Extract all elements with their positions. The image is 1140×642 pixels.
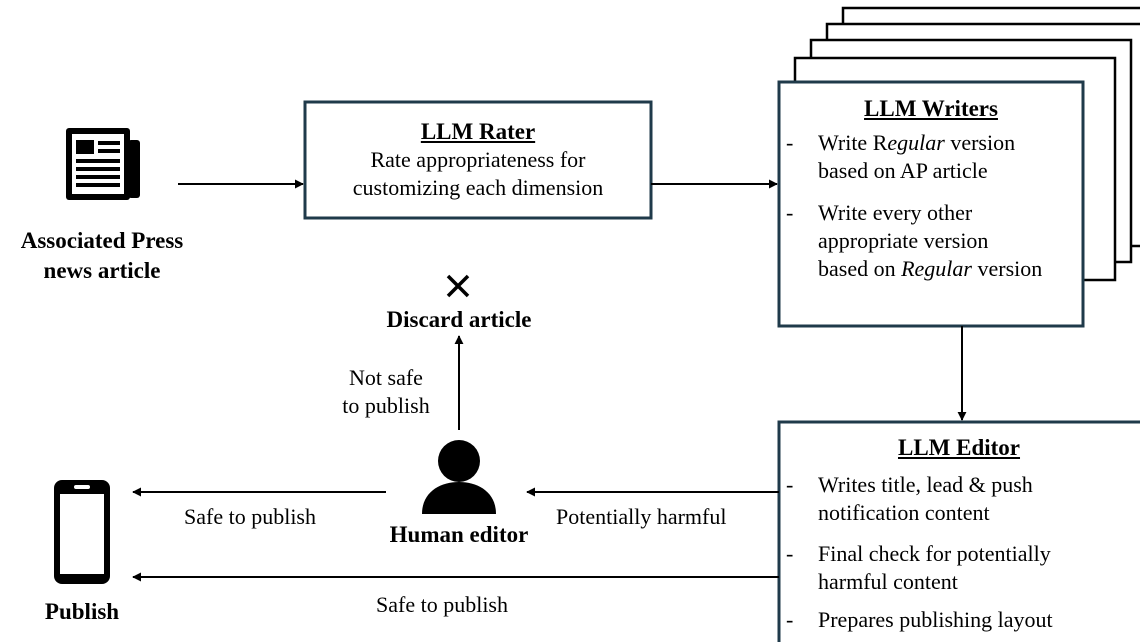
bullet-dash: - [786, 607, 794, 632]
editor-bullet-2: - Final check for potentially harmful co… [786, 540, 1136, 600]
newspaper-icon [66, 128, 140, 200]
writers-title: LLM Writers [864, 96, 998, 121]
writers-box [777, 80, 1085, 328]
editor-bullet-1-line2: notification content [818, 500, 990, 525]
source-label-line2: news article [43, 258, 161, 283]
person-icon [422, 440, 496, 514]
editor-bullet-2-line2: harmful content [818, 569, 958, 594]
editor-bullet-2-line1: Final check for potentially [818, 541, 1051, 566]
edge-label-safe-editor: Safe to publish [376, 592, 508, 617]
writers-bullet-2-line2: appropriate version [818, 228, 989, 253]
writers-bullet-1: - Write Regular version based on AP arti… [786, 129, 1076, 189]
smartphone-icon [54, 480, 110, 584]
bullet-dash: - [786, 541, 794, 566]
edge-label-safe-human: Safe to publish [184, 504, 316, 529]
writers-bullet-2: - Write every other appropriate version … [786, 199, 1076, 289]
edge-label-potentially-harmful: Potentially harmful [556, 504, 727, 529]
rater-title: LLM Rater [420, 119, 536, 144]
bullet-dash: - [786, 472, 794, 497]
publish-label: Publish [44, 599, 120, 624]
writers-bullet-1-line2: based on AP article [818, 158, 988, 183]
not-safe-line2: to publish [342, 393, 430, 418]
writers-bullet-1-line1: Write Regular version [818, 130, 1016, 155]
writers-bullet-2-line3: based on Regular version [818, 256, 1043, 281]
rater-content: LLM Rater Rate appropriateness for custo… [305, 118, 651, 202]
editor-box [777, 420, 1140, 642]
source-label: Associated Press news article [0, 226, 204, 286]
discard-label: Discard article [386, 307, 532, 332]
cross-icon [446, 274, 470, 298]
editor-bullet-3: - Prepares publishing layout [786, 606, 1136, 636]
bullet-dash: - [786, 130, 794, 155]
writers-bullet-2-line1: Write every other [818, 200, 973, 225]
editor-bullet-3-line1: Prepares publishing layout [818, 607, 1053, 632]
rater-box [303, 100, 653, 220]
not-safe-line1: Not safe [349, 365, 423, 390]
source-label-line1: Associated Press [20, 228, 184, 253]
human-editor-label: Human editor [389, 522, 529, 547]
not-safe-label: Not safe to publish [326, 364, 446, 420]
editor-bullet-1-line1: Writes title, lead & push [818, 472, 1033, 497]
rater-line1: Rate appropriateness for [370, 147, 586, 172]
bullet-dash: - [786, 200, 794, 225]
editor-title: LLM Editor [897, 435, 1021, 460]
editor-bullet-1: - Writes title, lead & push notification… [786, 471, 1136, 531]
rater-line2: customizing each dimension [352, 175, 604, 200]
